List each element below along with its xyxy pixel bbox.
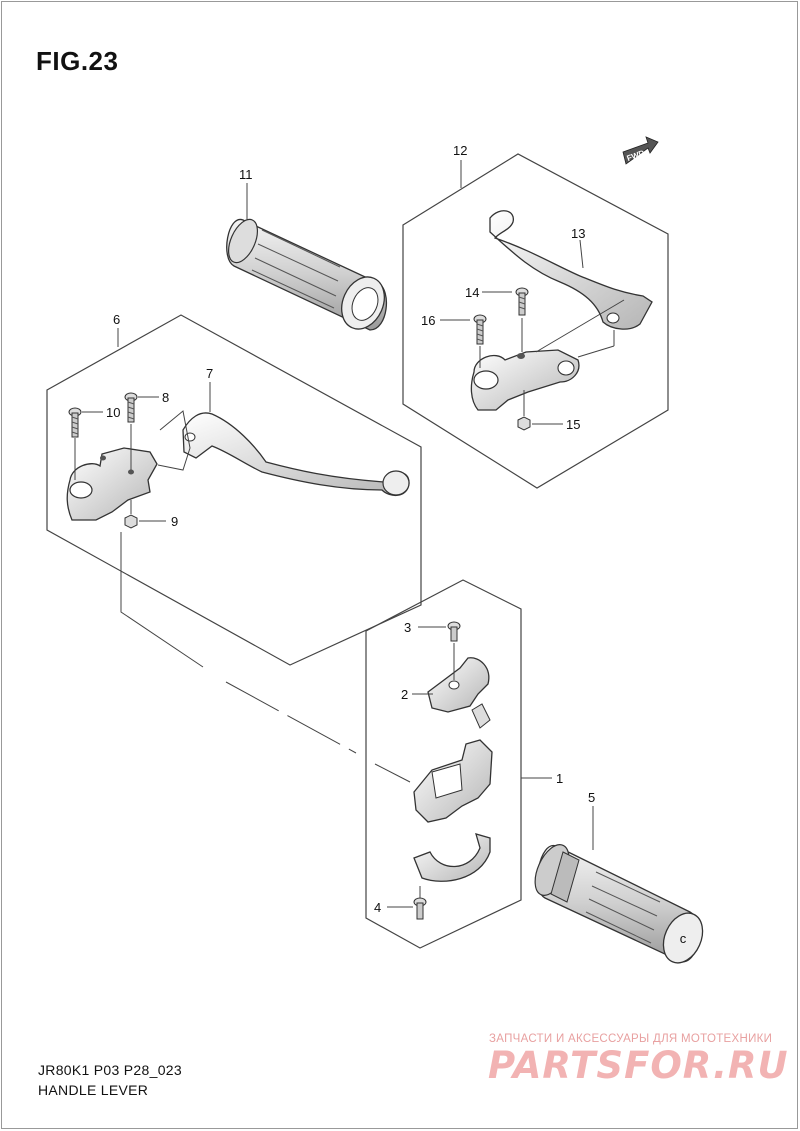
- grip-11: [226, 218, 388, 331]
- bolt-16: [473, 314, 487, 345]
- bolt-14: [515, 287, 529, 316]
- diagram-caption: HANDLE LEVER: [38, 1082, 149, 1098]
- callout-6: 6: [113, 312, 120, 327]
- group12-guide-lines: [440, 160, 625, 425]
- diagram-code: JR80K1 P03 P28_023: [38, 1062, 182, 1078]
- bolt-8: [124, 392, 138, 423]
- callout-8: 8: [162, 390, 169, 405]
- callout-11: 11: [239, 167, 253, 182]
- callout-5: 5: [588, 790, 595, 805]
- switch-housing-upper: [413, 739, 493, 823]
- callout-15: 15: [566, 417, 580, 432]
- callout-4: 4: [374, 900, 381, 915]
- grip-5: c: [534, 844, 704, 964]
- callout-7: 7: [206, 366, 213, 381]
- callout-10: 10: [106, 405, 120, 420]
- callout-labels: 1 2 3 4 5 6 7 8 9 10 11 12 13 14 15 16: [106, 143, 595, 915]
- group-outline-6: [46, 314, 422, 666]
- callout-13: 13: [571, 226, 585, 241]
- watermark-logo: PARTSFOR.RU: [488, 1044, 789, 1087]
- figure-title: FIG.23: [36, 46, 119, 76]
- lever-13: [489, 210, 653, 330]
- callout-16: 16: [421, 313, 435, 328]
- group6-guide-lines: [74, 328, 211, 522]
- switch-button: [471, 703, 491, 729]
- assembly-chain-line: [120, 532, 411, 783]
- svg-text:c: c: [680, 931, 687, 946]
- group-outline-1: [365, 579, 522, 949]
- group-outline-12: [402, 153, 669, 489]
- watermark-subtitle: ЗАПЧАСТИ И АКСЕССУАРЫ ДЛЯ МОТОТЕХНИКИ: [489, 1033, 773, 1045]
- switch-housing-lower: [413, 833, 491, 882]
- bolt-3: [447, 621, 461, 642]
- callout-9: 9: [171, 514, 178, 529]
- callout-14: 14: [465, 285, 479, 300]
- nut-15: [517, 416, 531, 431]
- callout-12: 12: [453, 143, 467, 158]
- fwd-arrow-icon: FWD: [622, 136, 659, 165]
- callout-1: 1: [556, 771, 563, 786]
- group1-guide-lines: [246, 183, 594, 908]
- callout-3: 3: [404, 620, 411, 635]
- callout-2: 2: [401, 687, 408, 702]
- bracket-12: [470, 349, 580, 411]
- bolt-10: [68, 407, 82, 438]
- nut-9: [124, 514, 138, 529]
- bracket-6: [66, 447, 158, 521]
- lever-7: [182, 412, 410, 496]
- switch-cover-2: [427, 657, 490, 713]
- screw-4: [413, 897, 427, 920]
